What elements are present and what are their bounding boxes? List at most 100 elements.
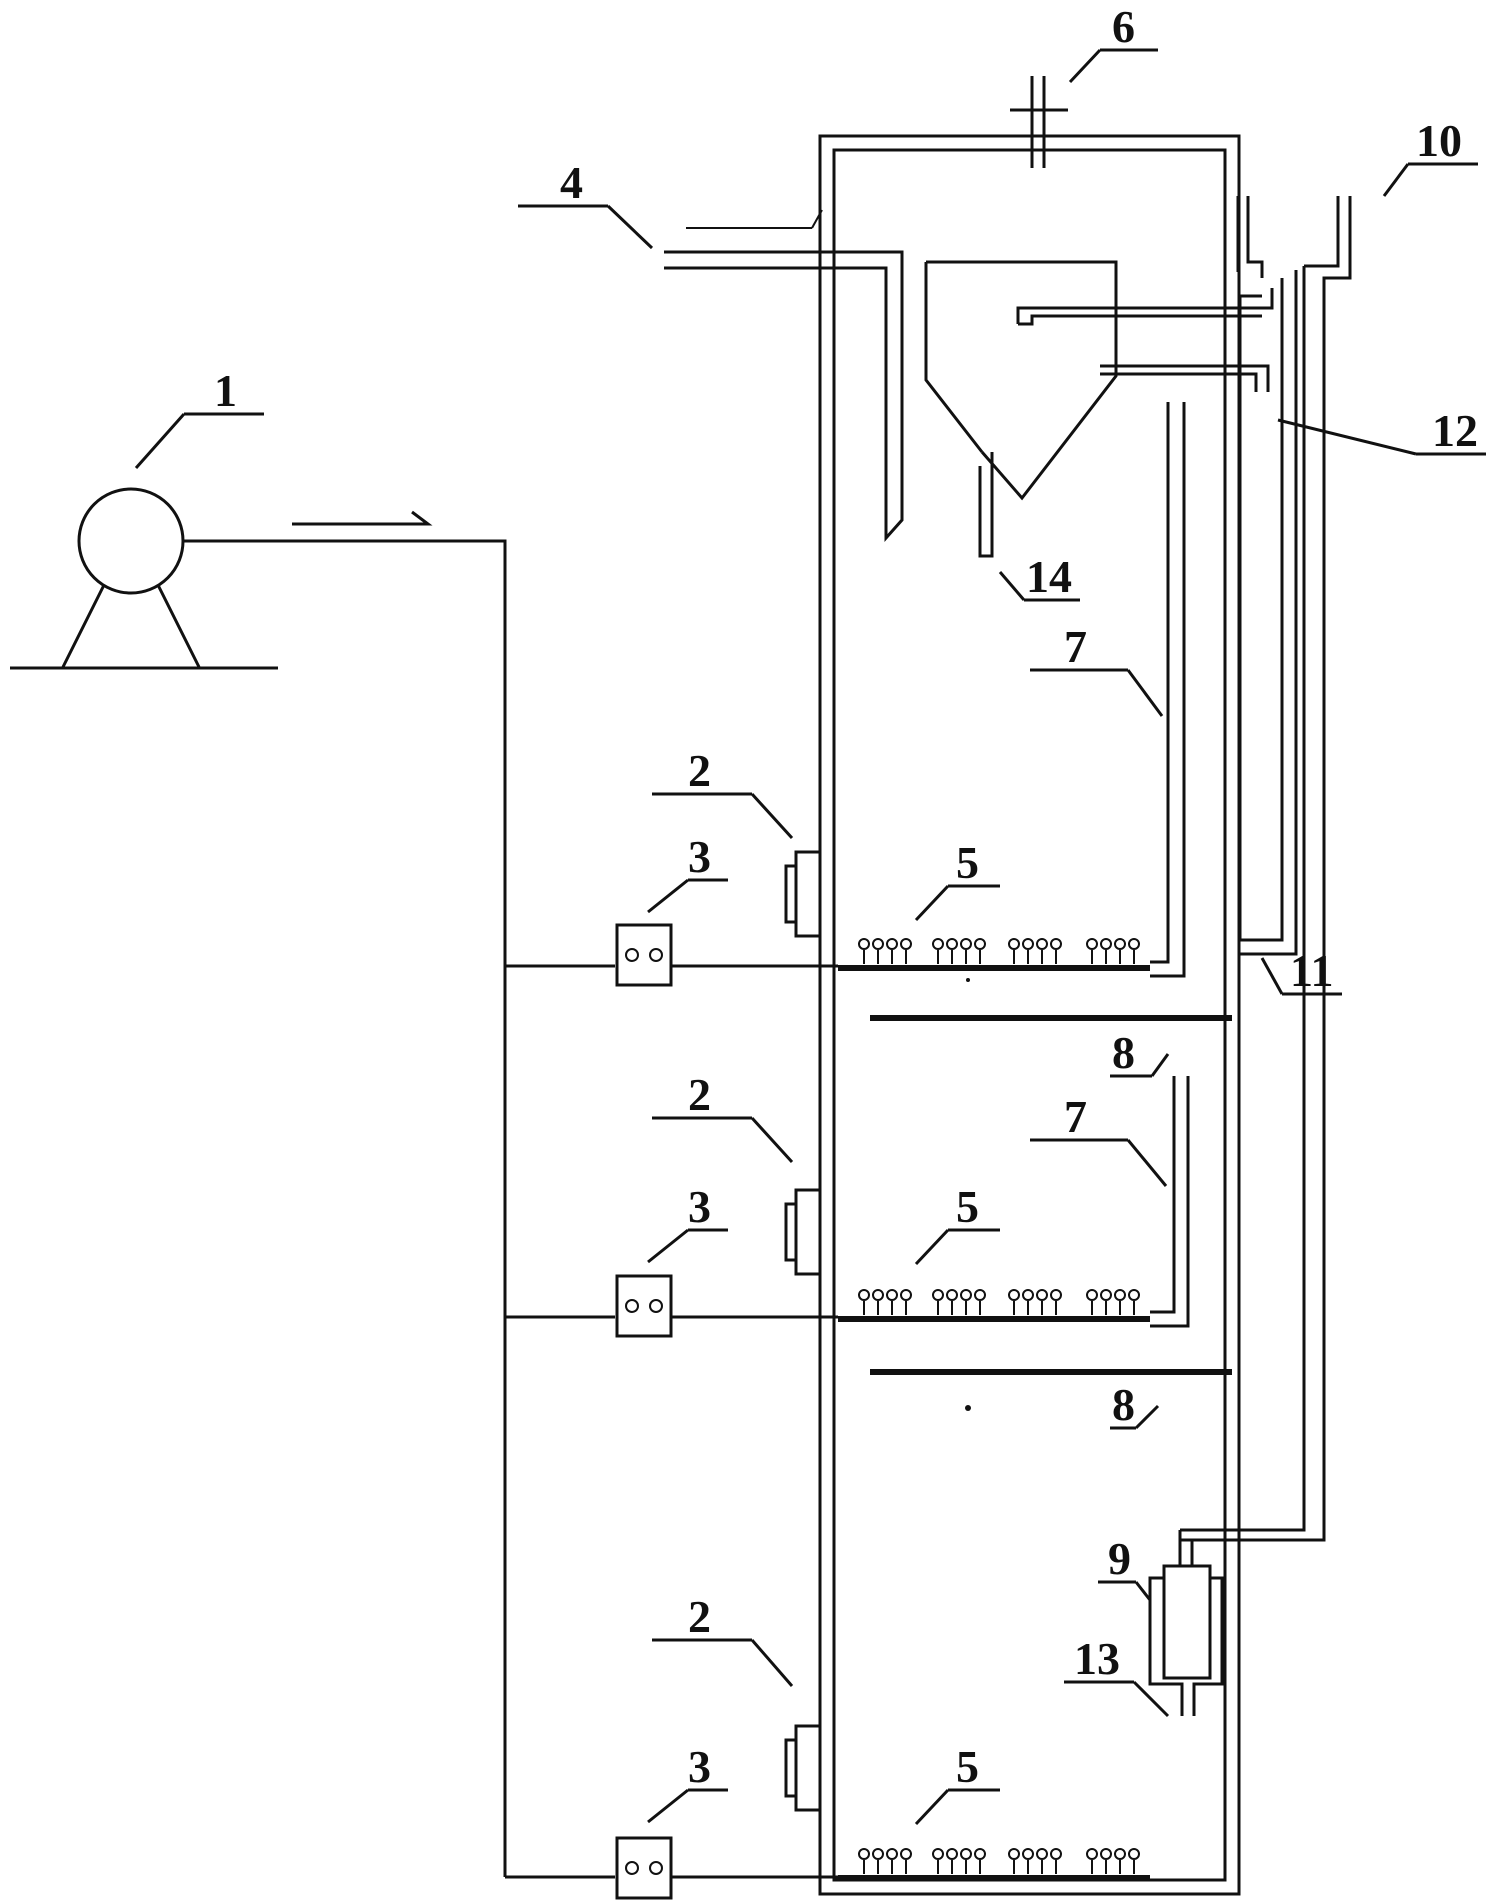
diffuser-head <box>1100 1289 1112 1301</box>
label-10: 10 <box>1382 115 1478 197</box>
top-nozzle <box>1010 76 1068 168</box>
diffuser-head <box>1008 1289 1020 1301</box>
diffuser-head <box>858 1848 870 1860</box>
aerator-top <box>838 938 1150 971</box>
external-piping <box>1180 196 1352 1542</box>
svg-text:7: 7 <box>1064 1091 1087 1142</box>
diffuser-head <box>886 1289 898 1301</box>
label-2: 2 <box>652 1591 794 1687</box>
pump <box>10 487 278 670</box>
svg-text:3: 3 <box>688 1741 711 1792</box>
diffuser-head <box>946 938 958 950</box>
svg-text:10: 10 <box>1416 115 1462 166</box>
side-fitting-middle <box>784 1188 820 1276</box>
diffuser-head <box>872 938 884 950</box>
diffuser-head <box>886 1848 898 1860</box>
collection-pipes <box>1016 288 1274 392</box>
label-4: 4 <box>518 157 654 250</box>
diffuser-head <box>960 1289 972 1301</box>
aerator-middle <box>838 1289 1150 1322</box>
svg-text:6: 6 <box>1112 1 1135 52</box>
bottom-device <box>1148 1530 1224 1716</box>
svg-text:14: 14 <box>1026 551 1072 602</box>
diffuser-head <box>974 1289 986 1301</box>
label-5: 5 <box>914 837 1000 922</box>
valve-middle <box>615 1274 673 1338</box>
diffuser-head <box>946 1848 958 1860</box>
diffuser-head <box>1114 1289 1126 1301</box>
diffuser-head <box>1050 938 1062 950</box>
diffuser-head <box>1100 938 1112 950</box>
diffuser-head <box>932 938 944 950</box>
svg-text:2: 2 <box>688 1069 711 1120</box>
label-2: 2 <box>652 1069 794 1164</box>
diffuser-head <box>872 1289 884 1301</box>
svg-text:12: 12 <box>1432 405 1478 456</box>
diffuser-head <box>1050 1848 1062 1860</box>
label-5: 5 <box>914 1741 1000 1826</box>
svg-text:4: 4 <box>560 157 583 208</box>
label-5: 5 <box>914 1181 1000 1266</box>
diffuser-head <box>1128 938 1140 950</box>
svg-text:2: 2 <box>688 1591 711 1642</box>
partition-plates <box>870 1015 1232 1375</box>
label-12: 12 <box>1277 405 1486 456</box>
svg-text:8: 8 <box>1112 1379 1135 1430</box>
diffuser-head <box>1036 938 1048 950</box>
svg-text:11: 11 <box>1290 945 1333 996</box>
svg-text:7: 7 <box>1064 621 1087 672</box>
dot-marker <box>965 1405 971 1411</box>
diffuser-head <box>1086 1289 1098 1301</box>
diffuser-head <box>900 1848 912 1860</box>
svg-text:5: 5 <box>956 837 979 888</box>
label-11: 11 <box>1260 945 1342 996</box>
flow-arrow <box>292 510 433 526</box>
label-9: 9 <box>1098 1533 1152 1601</box>
label-3: 3 <box>647 831 728 914</box>
label-3: 3 <box>647 1181 728 1264</box>
diffuser-head <box>1036 1848 1048 1860</box>
diffuser-head <box>858 938 870 950</box>
diffuser-head <box>1114 938 1126 950</box>
diffuser-head <box>1022 1289 1034 1301</box>
aerator-bottom <box>838 1848 1150 1881</box>
diffuser-head <box>1128 1289 1140 1301</box>
separator-hopper <box>924 260 1118 558</box>
valve-outlet-pipes <box>671 964 838 1879</box>
svg-text:1: 1 <box>214 365 237 416</box>
svg-text:3: 3 <box>688 1181 711 1232</box>
diffuser-head <box>946 1289 958 1301</box>
label-8: 8 <box>1110 1379 1160 1430</box>
diffuser-head <box>1128 1848 1140 1860</box>
label-7: 7 <box>1030 621 1164 717</box>
diffuser-head <box>1086 1848 1098 1860</box>
diffuser-head <box>872 1848 884 1860</box>
valve-top <box>615 923 673 987</box>
svg-text:8: 8 <box>1112 1027 1135 1078</box>
diffuser-head <box>974 938 986 950</box>
diffuser-head <box>932 1289 944 1301</box>
label-13: 13 <box>1064 1633 1170 1718</box>
svg-text:2: 2 <box>688 745 711 796</box>
diffuser-head <box>932 1848 944 1860</box>
svg-text:5: 5 <box>956 1181 979 1232</box>
inlet-pipe <box>664 209 904 542</box>
svg-text:3: 3 <box>688 831 711 882</box>
svg-text:5: 5 <box>956 1741 979 1792</box>
diffuser-head <box>1008 938 1020 950</box>
diffuser-head <box>960 1848 972 1860</box>
label-3: 3 <box>647 1741 728 1824</box>
diffuser-head <box>1008 1848 1020 1860</box>
diffuser-head <box>1100 1848 1112 1860</box>
diffuser-head <box>886 938 898 950</box>
diffuser-head <box>1022 938 1034 950</box>
riser-plates <box>1150 402 1190 1328</box>
diffuser-head <box>900 938 912 950</box>
label-2: 2 <box>652 745 794 840</box>
diffuser-head <box>960 938 972 950</box>
diffuser-head <box>1036 1289 1048 1301</box>
label-14: 14 <box>998 551 1080 602</box>
valve-bottom <box>615 1836 673 1900</box>
svg-text:13: 13 <box>1074 1633 1120 1684</box>
diffuser-head <box>1086 938 1098 950</box>
